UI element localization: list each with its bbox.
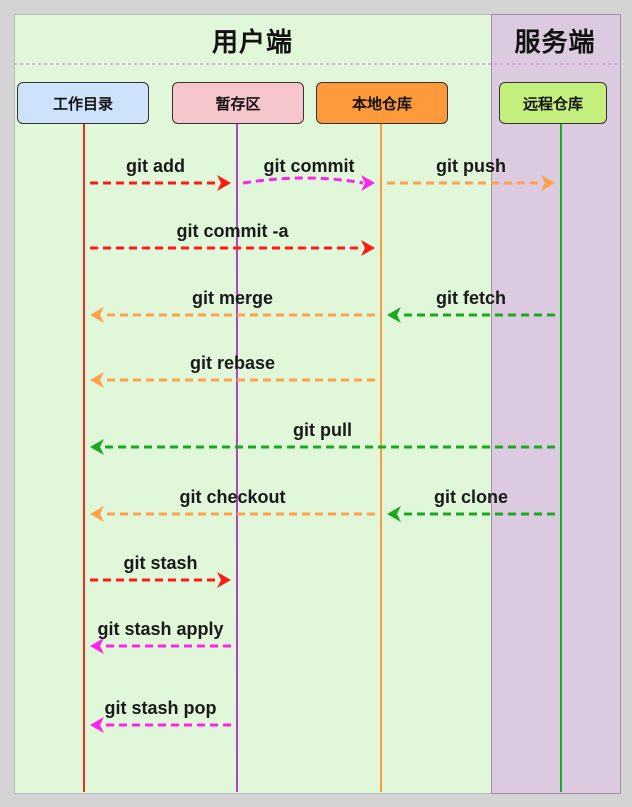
lifelines (83, 124, 562, 792)
server-zone (491, 14, 621, 794)
operation-label: git stash apply (97, 619, 223, 639)
operation-arrow: git checkout (90, 487, 375, 522)
operation-arrow: git commit (242, 156, 375, 191)
operation-arrow: git pull (90, 420, 555, 455)
operation-label: git merge (192, 288, 273, 308)
client-zone (14, 14, 492, 794)
operation-arrow: git clone (387, 487, 555, 522)
operation-arrow: git stash (90, 553, 231, 588)
arrow-head (361, 175, 375, 191)
operation-label: git fetch (436, 288, 506, 308)
operation-label: git pull (293, 420, 352, 440)
arrow-head (361, 240, 375, 256)
operation-arrow: git add (90, 156, 231, 191)
lane-box-local: 本地仓库 (316, 82, 448, 124)
operation-label: git checkout (179, 487, 285, 507)
arrow-head (387, 307, 401, 323)
operation-label: git stash pop (105, 698, 217, 718)
operation-arrows: git add git commit git push git commit -a gi… (90, 156, 555, 733)
lane-box-workdir: 工作目录 (17, 82, 149, 124)
arrow-shaft (242, 176, 364, 185)
operation-label: git add (126, 156, 185, 176)
arrow-head (90, 307, 104, 323)
lane-box-remote: 远程仓库 (499, 82, 607, 124)
operation-label: git push (436, 156, 506, 176)
operation-arrow: git merge (90, 288, 375, 323)
arrow-head (541, 175, 555, 191)
operation-arrow: git push (387, 156, 555, 191)
arrow-head (90, 506, 104, 522)
operation-label: git clone (434, 487, 508, 507)
operation-arrow: git rebase (90, 353, 375, 388)
operation-arrow: git fetch (387, 288, 555, 323)
arrow-head (387, 506, 401, 522)
operation-label: git commit -a (176, 221, 289, 241)
server-zone-title: 服务端 (514, 27, 596, 57)
arrow-head (90, 638, 104, 654)
operation-arrow: git commit -a (90, 221, 375, 256)
operation-arrow: git stash pop (90, 698, 231, 733)
lane-box-stage: 暂存区 (172, 82, 304, 124)
arrow-head (217, 572, 231, 588)
arrow-head (90, 372, 104, 388)
arrow-head (217, 175, 231, 191)
client-zone-title: 用户端 (211, 27, 293, 57)
operation-label: git commit (263, 156, 354, 176)
operation-label: git rebase (190, 353, 275, 373)
operation-label: git stash (123, 553, 197, 573)
operation-arrow: git stash apply (90, 619, 231, 654)
arrow-head (90, 717, 104, 733)
arrow-head (90, 439, 104, 455)
